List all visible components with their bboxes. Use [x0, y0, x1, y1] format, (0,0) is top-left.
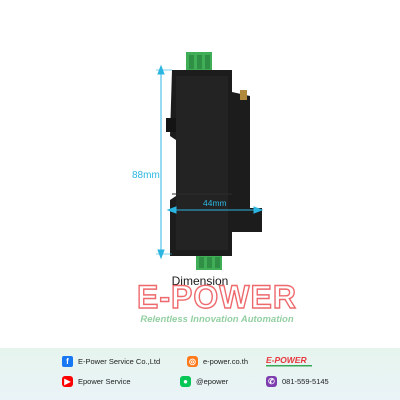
youtube-label: Epower Service: [78, 377, 131, 386]
device-body: [166, 70, 262, 256]
height-measure-label: 88mm: [132, 170, 160, 181]
facebook-contact[interactable]: f E-Power Service Co.,Ltd: [62, 356, 160, 367]
mini-brand-logo: E-POWER: [266, 355, 312, 367]
phone-icon: ✆: [266, 376, 277, 387]
height-dimension-line: [156, 64, 172, 260]
web-icon: ◎: [187, 356, 198, 367]
phone-label: 081-559-5145: [282, 377, 329, 386]
top-terminal-block: [186, 52, 212, 72]
line-icon: ●: [180, 376, 191, 387]
website-contact[interactable]: ◎ e-power.co.th: [187, 356, 248, 367]
phone-contact[interactable]: ✆ 081-559-5145: [266, 376, 329, 387]
brand-logo: E-POWER Relentless Innovation Automation: [136, 282, 297, 325]
product-photo: 88mm 44mm: [132, 52, 264, 270]
width-measure-label: 44mm: [203, 198, 227, 208]
width-dimension-line: [166, 206, 264, 214]
website-label: e-power.co.th: [203, 357, 249, 366]
brand-tagline: Relentless Innovation Automation: [140, 314, 293, 325]
mini-brand-name: E-POWER: [266, 355, 307, 365]
facebook-label: E-Power Service Co.,Ltd: [78, 357, 161, 366]
facebook-icon: f: [62, 356, 73, 367]
youtube-icon: ▶: [62, 376, 73, 387]
brand-name: E-POWER: [137, 282, 297, 315]
line-label: @epower: [196, 377, 229, 386]
line-contact[interactable]: ● @epower: [180, 376, 228, 387]
bottom-terminal-block: [196, 254, 222, 270]
dimension-caption: Dimension: [171, 274, 229, 288]
youtube-contact[interactable]: ▶ Epower Service: [62, 376, 131, 387]
